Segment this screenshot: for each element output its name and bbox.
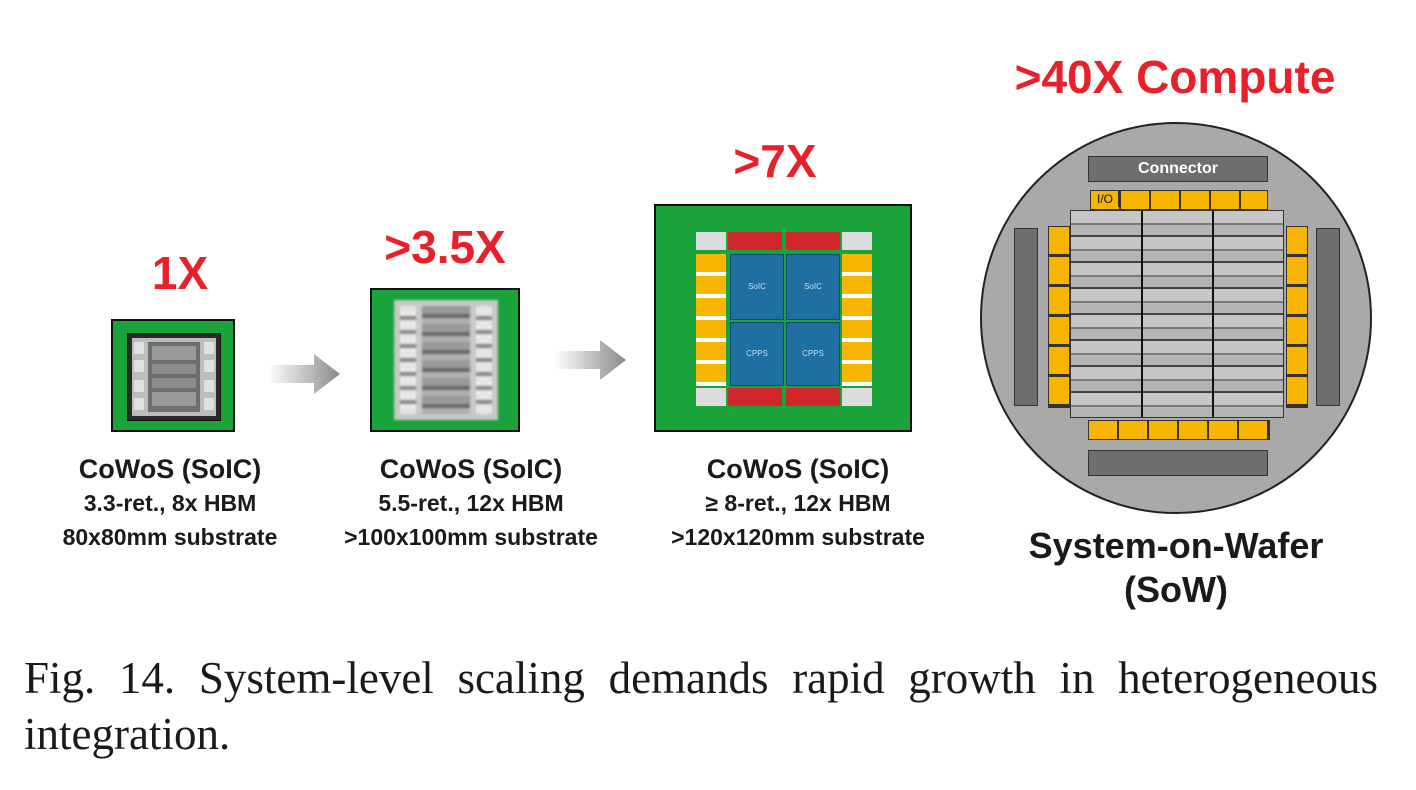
- stage3-caption: CoWoS (SoIC) ≥ 8-ret., 12x HBM >120x120m…: [636, 452, 960, 554]
- sow-title-line2: (SoW): [1124, 569, 1228, 610]
- stage1-spec: 3.3-ret., 8x HBM: [83, 490, 257, 516]
- stage1-package: [111, 319, 235, 432]
- arrow-right-icon: [554, 340, 626, 380]
- die: CPPS: [786, 322, 840, 386]
- stage2-spec: 5.5-ret., 12x HBM: [378, 490, 564, 516]
- stage1-interposer: [127, 333, 221, 421]
- sow-title-line1: System-on-Wafer: [1028, 525, 1324, 566]
- stage3-interposer: SoIC SoIC CPPS CPPS: [696, 232, 872, 406]
- stage1-multiplier: 1X: [151, 247, 209, 299]
- stage2-package: [370, 288, 520, 432]
- stage1-title: CoWoS (SoIC): [78, 454, 262, 484]
- die: SoIC: [786, 254, 840, 320]
- stage3-spec: ≥ 8-ret., 12x HBM: [705, 490, 891, 516]
- connector-bar: Connector: [1088, 156, 1268, 182]
- compute-array: [1070, 210, 1284, 418]
- sow-title: System-on-Wafer (SoW): [990, 524, 1362, 612]
- stage3-title: CoWoS (SoIC): [706, 454, 890, 484]
- stage2-multiplier: >3.5X: [384, 221, 506, 273]
- figure-caption: Fig. 14. System-level scaling demands ra…: [24, 653, 1378, 759]
- stage2-interposer: [394, 300, 498, 420]
- arrow-right-icon: [268, 354, 340, 394]
- die: SoIC: [730, 254, 784, 320]
- stage3-substrate: >120x120mm substrate: [671, 524, 925, 550]
- stage1-substrate: 80x80mm substrate: [62, 524, 278, 550]
- sow-wafer: Connector I/O: [980, 122, 1372, 514]
- die: CPPS: [730, 322, 784, 386]
- stage2-substrate: >100x100mm substrate: [344, 524, 598, 550]
- stage3-multiplier: >7X: [733, 135, 817, 187]
- stage3-package: SoIC SoIC CPPS CPPS: [654, 204, 912, 432]
- io-label: I/O: [1092, 191, 1119, 207]
- stage2-caption: CoWoS (SoIC) 5.5-ret., 12x HBM >100x100m…: [308, 452, 634, 554]
- stage2-title: CoWoS (SoIC): [379, 454, 563, 484]
- stage1-caption: CoWoS (SoIC) 3.3-ret., 8x HBM 80x80mm su…: [20, 452, 320, 554]
- sow-multiplier: >40X Compute: [1014, 51, 1336, 103]
